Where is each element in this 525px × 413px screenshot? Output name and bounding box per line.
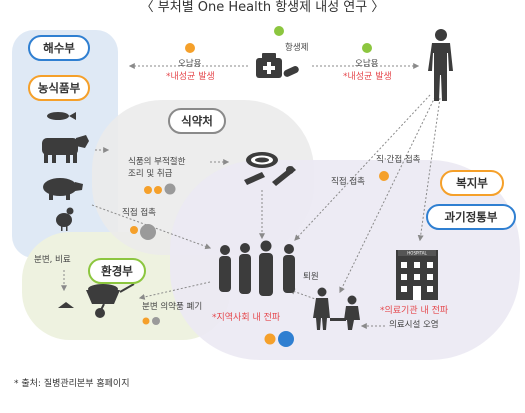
pig-icon [43, 178, 83, 200]
manure-label: 분변, 비료 [34, 255, 71, 265]
arrow-discharge [288, 288, 319, 301]
agency-mof: 해수부 [28, 35, 90, 61]
resistance-left-label: *내성균 발생 [166, 72, 215, 82]
antibiotic-icon [256, 53, 299, 78]
community-spread-label: *지역사회 내 전파 [212, 313, 281, 323]
indirect-contact-label: 직·간접 접촉 [376, 155, 421, 165]
arrow-human-to-community [294, 94, 431, 241]
dot-gray-contact [140, 224, 156, 240]
cow-icon [42, 135, 89, 163]
agency-mohw: 복지부 [440, 170, 504, 196]
chicken-icon [56, 207, 74, 231]
dot-gray-waste [152, 317, 160, 325]
dot-blue-community [278, 331, 294, 347]
direct-contact-mid-label: 직접 접촉 [331, 177, 365, 187]
fish-icon [47, 112, 76, 120]
agency-me: 환경부 [88, 258, 146, 284]
hospital-sign-text: HOSPITAL [407, 251, 427, 256]
hospital-spread-label: *의료기관 내 전파 [380, 306, 449, 316]
misuse-left-label: 오남용 [178, 59, 202, 69]
diagram-title: 〈 부처별 One Health 항생제 내성 연구 〉 [140, 0, 385, 15]
direct-contact-left-label: 직접 접촉 [122, 208, 156, 218]
agency-mafra: 농식품부 [28, 75, 90, 101]
food-handling-label-2: 조리 및 취급 [128, 169, 173, 179]
dot-orange-top [185, 43, 195, 53]
dot-orange-community [264, 333, 276, 345]
dot-orange-food-2 [154, 186, 162, 194]
resistance-dots [130, 26, 389, 347]
dot-orange-indirect [379, 171, 389, 181]
agency-mfds: 식약처 [168, 108, 226, 134]
dot-orange-food [144, 186, 152, 194]
dot-green-right [362, 43, 372, 53]
dot-orange-waste [142, 317, 150, 325]
dot-green-top [274, 26, 284, 36]
misuse-right-label: 오남용 [355, 59, 379, 69]
arrow-direct-contact [91, 204, 212, 250]
antibiotic-label: 항생제 [285, 43, 309, 53]
hospital-pollution-label: 의료시설 오염 [389, 320, 439, 330]
human-icon [428, 29, 453, 101]
clinic-icon [313, 287, 360, 330]
agency-msit: 과기정통부 [426, 204, 516, 230]
community-people-icon [219, 240, 295, 296]
food-handling-label-1: 식품의 부적절한 [128, 157, 186, 167]
discharge-label: 퇴원 [303, 272, 319, 282]
source-footnote: * 출처: 질병관리본부 홈페이지 [14, 379, 130, 389]
drug-waste-label: 분변 의약품 폐기 [142, 302, 203, 312]
hospital-icon: HOSPITAL [396, 250, 438, 300]
dot-orange-contact [130, 226, 138, 234]
arrows [61, 63, 441, 329]
arrow-human-to-clinic [339, 96, 436, 294]
dot-gray-food [164, 183, 176, 195]
resistance-right-label: *내성균 발생 [343, 72, 392, 82]
meat-vegetable-icon [244, 152, 296, 186]
wheelbarrow-icon [58, 283, 135, 318]
